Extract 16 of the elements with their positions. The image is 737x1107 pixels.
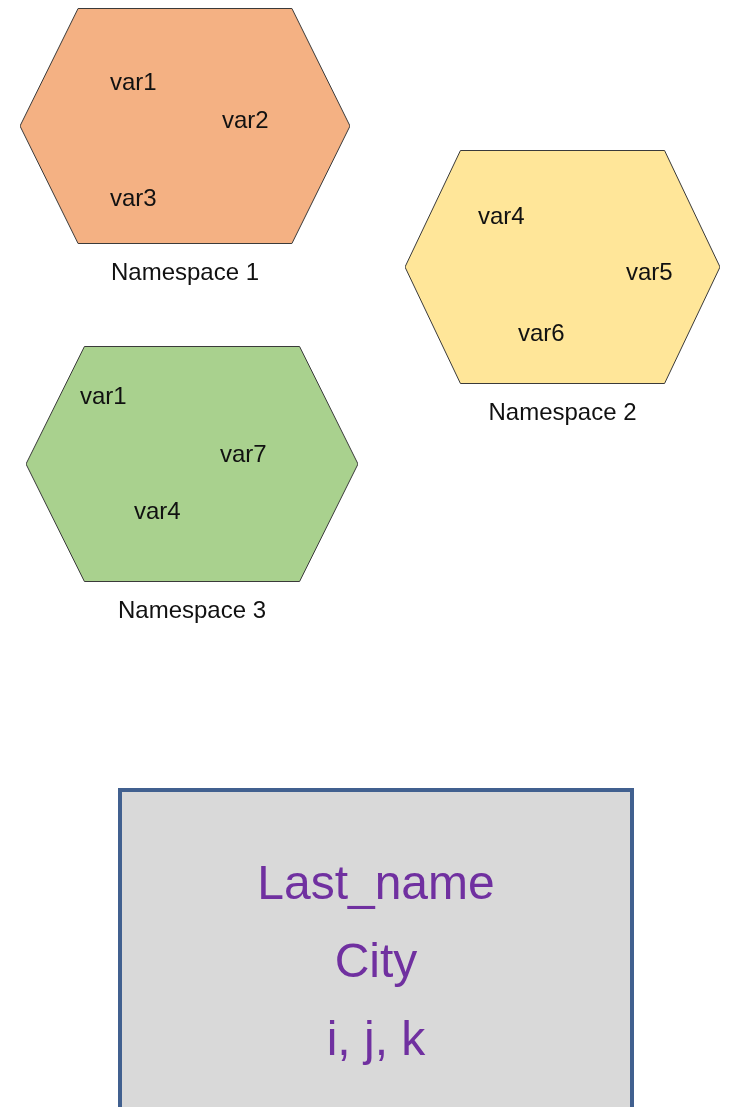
namespace-caption: Namespace 3 <box>117 596 267 624</box>
variable-box <box>118 788 634 1107</box>
variable-name: Last_name <box>257 855 495 911</box>
variable-name: var2 <box>222 106 269 134</box>
variable-name: var5 <box>626 258 673 286</box>
namespace-caption: Namespace 2 <box>488 398 637 426</box>
namespace-caption: Namespace 1 <box>110 258 260 286</box>
variable-name: var7 <box>220 440 267 468</box>
variable-name: City <box>334 933 418 989</box>
variable-name: var6 <box>518 319 565 347</box>
variable-name: var4 <box>478 202 525 230</box>
variable-name: var1 <box>80 382 127 410</box>
variable-name: var4 <box>134 497 181 525</box>
variable-name: var1 <box>110 68 157 96</box>
variable-name: i, j, k <box>326 1011 426 1067</box>
variable-name: var3 <box>110 184 157 212</box>
